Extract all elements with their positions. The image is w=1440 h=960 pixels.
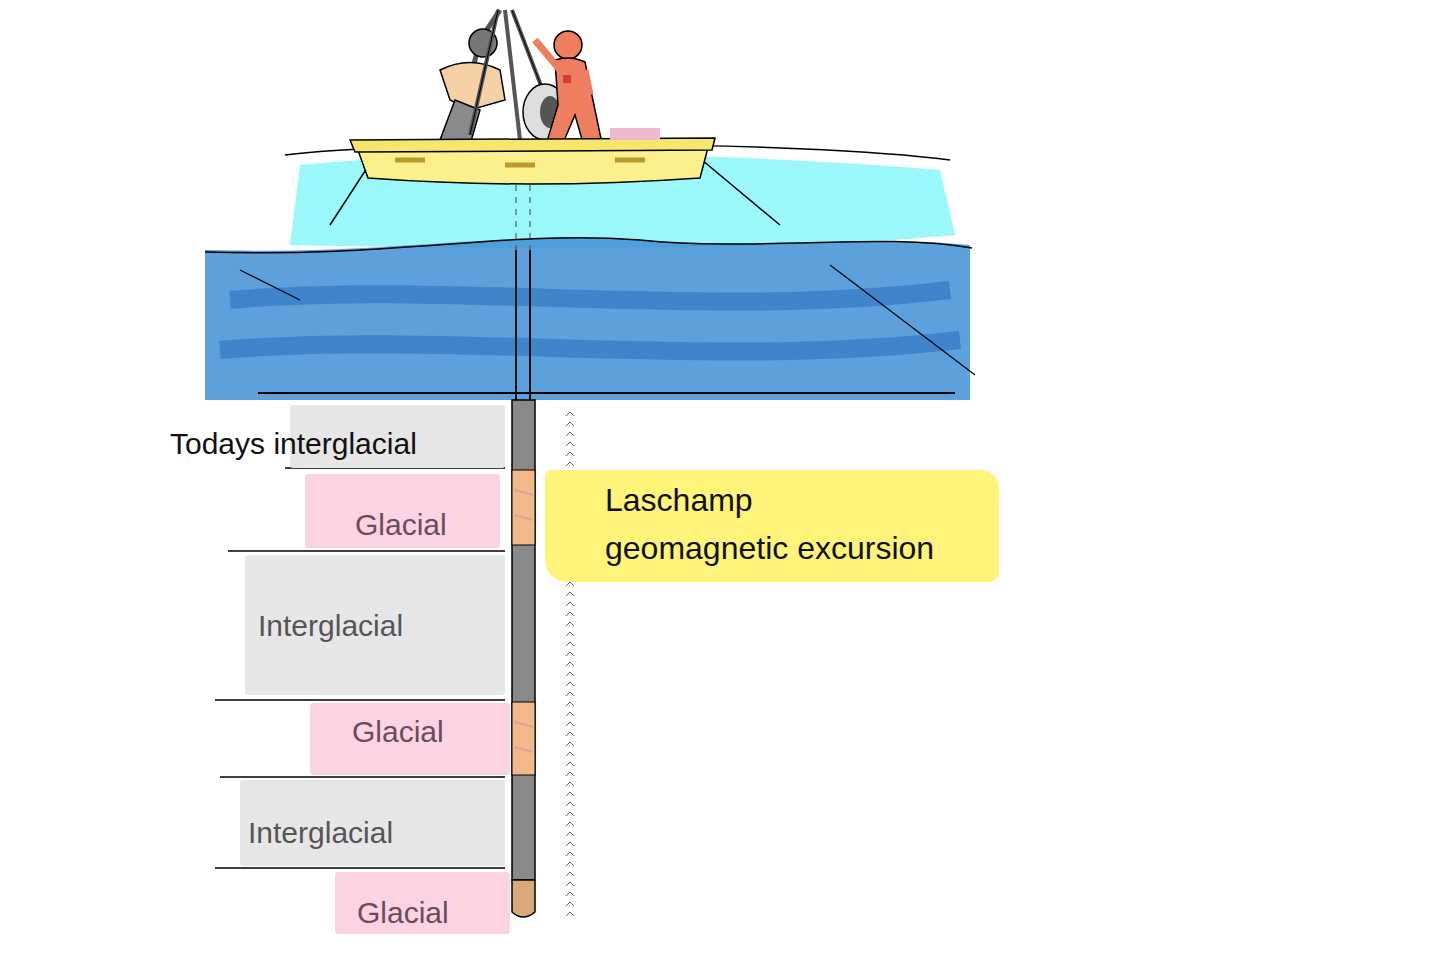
direction-mark: [566, 882, 574, 886]
direction-mark: [566, 912, 574, 916]
direction-mark: [566, 722, 574, 726]
direction-mark: [566, 592, 574, 596]
layer-label: Glacial: [355, 508, 447, 543]
direction-mark: [566, 862, 574, 866]
layer-label: Glacial: [352, 715, 444, 750]
glacial-core-section: [512, 470, 535, 545]
layer-label: Glacial: [357, 896, 449, 931]
direction-mark: [566, 642, 574, 646]
direction-mark: [566, 872, 574, 876]
direction-mark: [566, 672, 574, 676]
layer-label: Interglacial: [248, 816, 393, 851]
core-banding: [514, 722, 533, 752]
direction-mark: [566, 612, 574, 616]
direction-mark: [566, 452, 574, 456]
direction-mark: [566, 842, 574, 846]
direction-mark: [566, 622, 574, 626]
layer-label: Interglacial: [258, 609, 403, 644]
direction-mark: [566, 792, 574, 796]
direction-mark: [566, 892, 574, 896]
core-tube: [512, 400, 535, 880]
layer-boundary: [215, 468, 505, 868]
glacial-layer: Glacial: [335, 872, 510, 934]
direction-mark: [566, 812, 574, 816]
direction-mark: [566, 602, 574, 606]
direction-mark: [566, 732, 574, 736]
core-bottom: [512, 880, 535, 917]
direction-mark: [566, 802, 574, 806]
direction-mark: [566, 832, 574, 836]
direction-mark: [566, 742, 574, 746]
direction-mark: [566, 762, 574, 766]
interglacial-layer: Interglacial: [245, 555, 505, 695]
direction-mark: [566, 462, 574, 466]
direction-mark: [566, 822, 574, 826]
direction-mark: [566, 442, 574, 446]
interglacial-layer: Todays interglacial: [290, 405, 505, 468]
direction-mark: [566, 432, 574, 436]
interglacial-layer: Interglacial: [240, 780, 505, 866]
glacial-layer: Glacial: [305, 474, 500, 548]
drill-pipe: [516, 185, 530, 400]
direction-mark: [566, 422, 574, 426]
callout-label: Laschamp geomagnetic excursion: [605, 476, 939, 572]
layer-label: Todays interglacial: [170, 427, 417, 462]
callout-highlight: Laschamp geomagnetic excursion: [545, 470, 999, 582]
direction-mark: [566, 712, 574, 716]
glacial-core-section: [512, 702, 535, 775]
boat: [350, 128, 715, 184]
boat-crew: [440, 10, 603, 150]
direction-mark: [566, 702, 574, 706]
direction-mark: [566, 652, 574, 656]
direction-mark: [566, 772, 574, 776]
direction-mark: [566, 752, 574, 756]
direction-mark: [566, 692, 574, 696]
direction-mark: [566, 852, 574, 856]
direction-mark: [566, 632, 574, 636]
direction-mark: [566, 582, 574, 586]
direction-mark: [566, 412, 574, 416]
direction-mark: [566, 902, 574, 906]
glacial-layer: Glacial: [310, 703, 510, 775]
direction-mark: [566, 662, 574, 666]
direction-mark: [566, 782, 574, 786]
core-banding: [514, 490, 533, 520]
direction-mark: [566, 682, 574, 686]
